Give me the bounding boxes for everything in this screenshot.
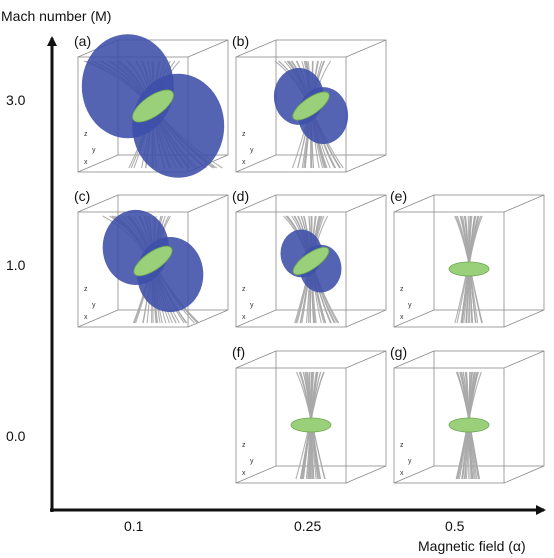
- box-edge: [393, 194, 435, 213]
- panel-d: z yx: [235, 194, 387, 328]
- x-tick-label: 0.25: [294, 518, 322, 534]
- box-edge: [503, 194, 545, 213]
- x-tick-label: 0.1: [124, 518, 144, 534]
- box-back-face: [433, 194, 545, 311]
- box-edge: [345, 350, 387, 369]
- box-edge: [235, 350, 277, 369]
- panel-e: z yx: [393, 194, 545, 328]
- box-edge: [235, 465, 277, 484]
- box-front-face: [235, 367, 347, 484]
- box-axis-letter: y: [92, 147, 96, 154]
- box-axis-letter: x: [242, 314, 246, 321]
- box-edge: [187, 309, 229, 328]
- box-edge: [345, 465, 387, 484]
- box-edge: [77, 154, 119, 173]
- panel-label: (b): [232, 33, 250, 49]
- panel-label: (g): [390, 344, 408, 360]
- box-edge: [235, 194, 277, 213]
- box-axis-letter: z: [242, 286, 246, 293]
- box-axis-letter: x: [400, 470, 404, 477]
- box-axis-letter: z: [84, 286, 88, 293]
- box-axis-letter: z: [400, 286, 404, 293]
- panel-f: z yx: [235, 350, 387, 484]
- box-axis-letter: x: [84, 314, 88, 321]
- box-axis-letter: x: [242, 470, 246, 477]
- box-edge: [77, 194, 119, 213]
- panel-a: z yx: [77, 34, 229, 178]
- panel-label: (f): [232, 344, 246, 360]
- box-edge: [235, 39, 277, 58]
- box-edge: [393, 465, 435, 484]
- box-edge: [393, 350, 435, 369]
- y-axis-title: Mach number (M): [1, 8, 112, 24]
- box-axis-letter: y: [250, 458, 254, 465]
- disk: [292, 91, 330, 121]
- x-axis-title: Magnetic field (α): [418, 538, 526, 554]
- disk: [290, 417, 332, 433]
- box-edge: [503, 309, 545, 328]
- box-axis-letter: x: [242, 159, 246, 166]
- box-axis-letter: y: [408, 302, 412, 309]
- box-edge: [187, 39, 229, 58]
- box-front-face: [235, 211, 347, 328]
- panel-label: (d): [232, 188, 250, 204]
- box-edge: [345, 154, 387, 173]
- disk: [133, 245, 173, 277]
- y-tick-label: 1.0: [6, 257, 26, 273]
- panel-c: z yx: [77, 194, 229, 328]
- disk: [448, 261, 490, 277]
- x-tick-label: 0.5: [445, 518, 465, 534]
- box-back-face: [275, 350, 387, 467]
- y-tick-label: 3.0: [6, 92, 26, 108]
- box-front-face: [393, 211, 505, 328]
- box-edge: [345, 194, 387, 213]
- box-edge: [393, 309, 435, 328]
- box-axis-letter: x: [400, 314, 404, 321]
- panel-b: z yx: [235, 39, 387, 173]
- panel-label: (a): [74, 33, 92, 49]
- box-axis-letter: y: [250, 147, 254, 154]
- box-axis-letter: z: [242, 442, 246, 449]
- box-edge: [503, 465, 545, 484]
- disk: [132, 89, 174, 123]
- panel-label: (e): [390, 188, 408, 204]
- box-axis-letter: z: [84, 131, 88, 138]
- box-front-face: [393, 367, 505, 484]
- disk: [448, 417, 490, 433]
- box-axis-letter: z: [400, 442, 404, 449]
- box-axis-letter: x: [84, 159, 88, 166]
- box-edge: [187, 194, 229, 213]
- outflow-lobe: [132, 73, 225, 178]
- disk: [292, 246, 330, 276]
- box-axis-letter: z: [242, 131, 246, 138]
- box-edge: [503, 350, 545, 369]
- box-edge: [235, 309, 277, 328]
- box-edge: [235, 154, 277, 173]
- box-axis-letter: y: [250, 302, 254, 309]
- box-axis-letter: y: [408, 458, 412, 465]
- box-back-face: [433, 350, 545, 467]
- box-edge: [345, 309, 387, 328]
- panel-g: z yx: [393, 350, 545, 484]
- y-tick-label: 0.0: [6, 428, 26, 444]
- panel-label: (c): [74, 188, 91, 204]
- box-axis-letter: y: [92, 302, 96, 309]
- box-edge: [345, 39, 387, 58]
- box-edge: [77, 309, 119, 328]
